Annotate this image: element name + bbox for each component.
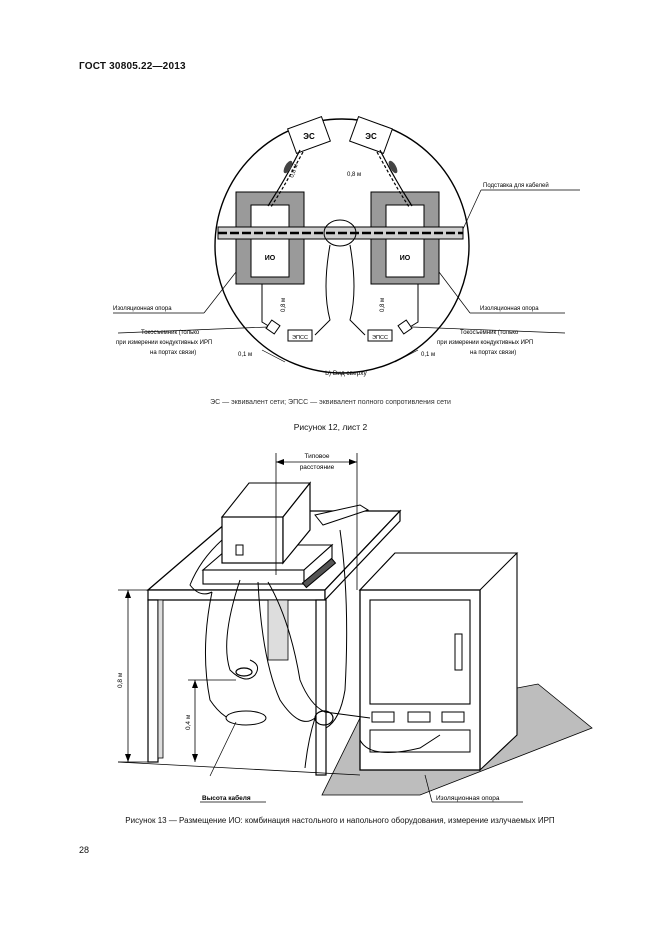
current-probe-left-line3: на портах связи)	[150, 350, 196, 356]
table-device	[221, 516, 284, 564]
current-probe-right-line2: при измерении кондуктивных ИРП	[437, 340, 533, 346]
table-leg-right	[315, 599, 327, 776]
epss-box-left	[287, 329, 313, 342]
es-label-right: ЭС	[365, 132, 377, 141]
current-probe-left-line1: Токосъемник (только	[141, 330, 200, 336]
cable-support-label: Подставка для кабелей	[483, 182, 549, 189]
cable-height-label: Высота кабеля	[202, 794, 251, 802]
es-label-left: ЭС	[303, 132, 315, 141]
io-label-left: ИО	[265, 255, 276, 262]
dist-vert-left: 0,8 м	[281, 298, 287, 312]
view-label: b) Вид сверху	[325, 370, 367, 377]
figure12-legend: ЭС — эквивалент сети; ЭПСС — эквивалент …	[210, 399, 451, 406]
epss-box-right	[367, 329, 393, 342]
es-box-right	[348, 115, 394, 155]
power-cable-left	[267, 149, 301, 207]
typical-distance-label-1: Типовое	[304, 453, 329, 460]
table-leg-left	[147, 599, 159, 763]
current-probe-right	[397, 319, 413, 335]
iso-support-label: Изоляционная опора	[436, 795, 500, 802]
figure13-caption: Рисунок 13 — Размещение ИО: комбинация н…	[125, 816, 555, 825]
iso-support-right-label: Изоляционная опора	[480, 306, 539, 312]
cabinet-door	[369, 599, 471, 705]
power-cable-right	[379, 149, 413, 207]
height-04-label: 0,4 м	[185, 714, 192, 730]
dist-top-right: 0,8 м	[347, 172, 361, 178]
io-box-left	[250, 204, 290, 278]
current-probe-left	[265, 319, 281, 335]
es-box-left	[286, 115, 332, 155]
dist-small-left: 0,1 м	[238, 352, 252, 358]
dist-top-left: 0,8 м	[289, 163, 299, 178]
figure-12-diagram: ЭС ЭС 0,8 м 0,8 м ИО ИО ЭПСС ЭПСС 0,8 м …	[113, 115, 580, 377]
io-label-right: ИО	[400, 255, 411, 262]
typical-distance-label-2: расстояние	[300, 464, 335, 471]
page-number: 28	[79, 845, 90, 855]
epss-label-left: ЭПСС	[292, 335, 308, 341]
cabinet-handle	[454, 633, 463, 671]
height-08-label: 0,8 м	[117, 672, 124, 688]
dist-small-right: 0,1 м	[421, 352, 435, 358]
epss-label-right: ЭПСС	[372, 335, 388, 341]
io-box-right	[385, 204, 425, 278]
iso-support-left-label: Изоляционная опора	[113, 306, 172, 312]
turntable-circle	[214, 118, 470, 374]
document-header: ГОСТ 30805.22—2013	[79, 61, 186, 72]
current-probe-left-line2: при измерении кондуктивных ИРП	[116, 340, 212, 346]
current-probe-right-line3: на портах связи)	[470, 350, 516, 356]
dist-vert-right: 0,8 м	[380, 298, 386, 312]
figure12-caption: Рисунок 12, лист 2	[293, 422, 368, 432]
current-probe-right-line1: Токосъемник (только	[460, 330, 519, 336]
